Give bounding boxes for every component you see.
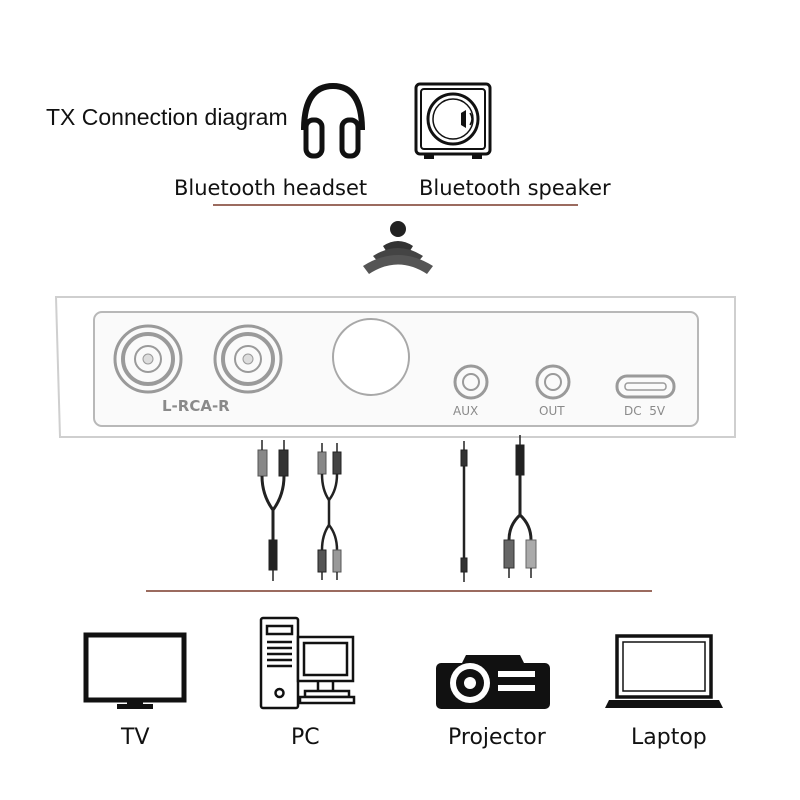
pc-label: PC bbox=[291, 725, 320, 750]
projector-label: Projector bbox=[448, 725, 546, 750]
headphones-icon bbox=[301, 82, 365, 159]
cable-aux bbox=[460, 441, 468, 582]
transmitter-panel bbox=[54, 296, 736, 438]
speaker-icon bbox=[414, 82, 492, 159]
tv-icon bbox=[83, 632, 187, 709]
out-label: OUT bbox=[539, 404, 565, 418]
aux-jack bbox=[453, 364, 489, 400]
power-knob bbox=[332, 318, 410, 396]
cable-rca-to-35mm bbox=[257, 440, 289, 581]
dc-port bbox=[615, 374, 676, 399]
aux-label: AUX bbox=[453, 404, 479, 418]
headset-label: Bluetooth headset bbox=[174, 176, 368, 200]
projector-icon bbox=[436, 655, 550, 709]
speaker-label: Bluetooth speaker bbox=[419, 176, 611, 200]
rca-left-jack bbox=[113, 324, 183, 394]
tv-label: TV bbox=[121, 725, 150, 750]
rca-label: L-RCA-R bbox=[162, 397, 230, 415]
laptop-icon bbox=[605, 634, 723, 708]
cable-out-to-rca bbox=[503, 435, 537, 578]
rca-right-jack bbox=[213, 324, 283, 394]
wireless-signal-icon bbox=[363, 221, 433, 274]
dc-label: DC 5V bbox=[624, 404, 666, 418]
diagram-title: TX Connection diagram bbox=[46, 104, 288, 130]
laptop-label: Laptop bbox=[631, 725, 707, 750]
out-jack bbox=[535, 364, 571, 400]
cable-rca-to-rca bbox=[317, 443, 342, 580]
pc-icon bbox=[259, 616, 356, 710]
